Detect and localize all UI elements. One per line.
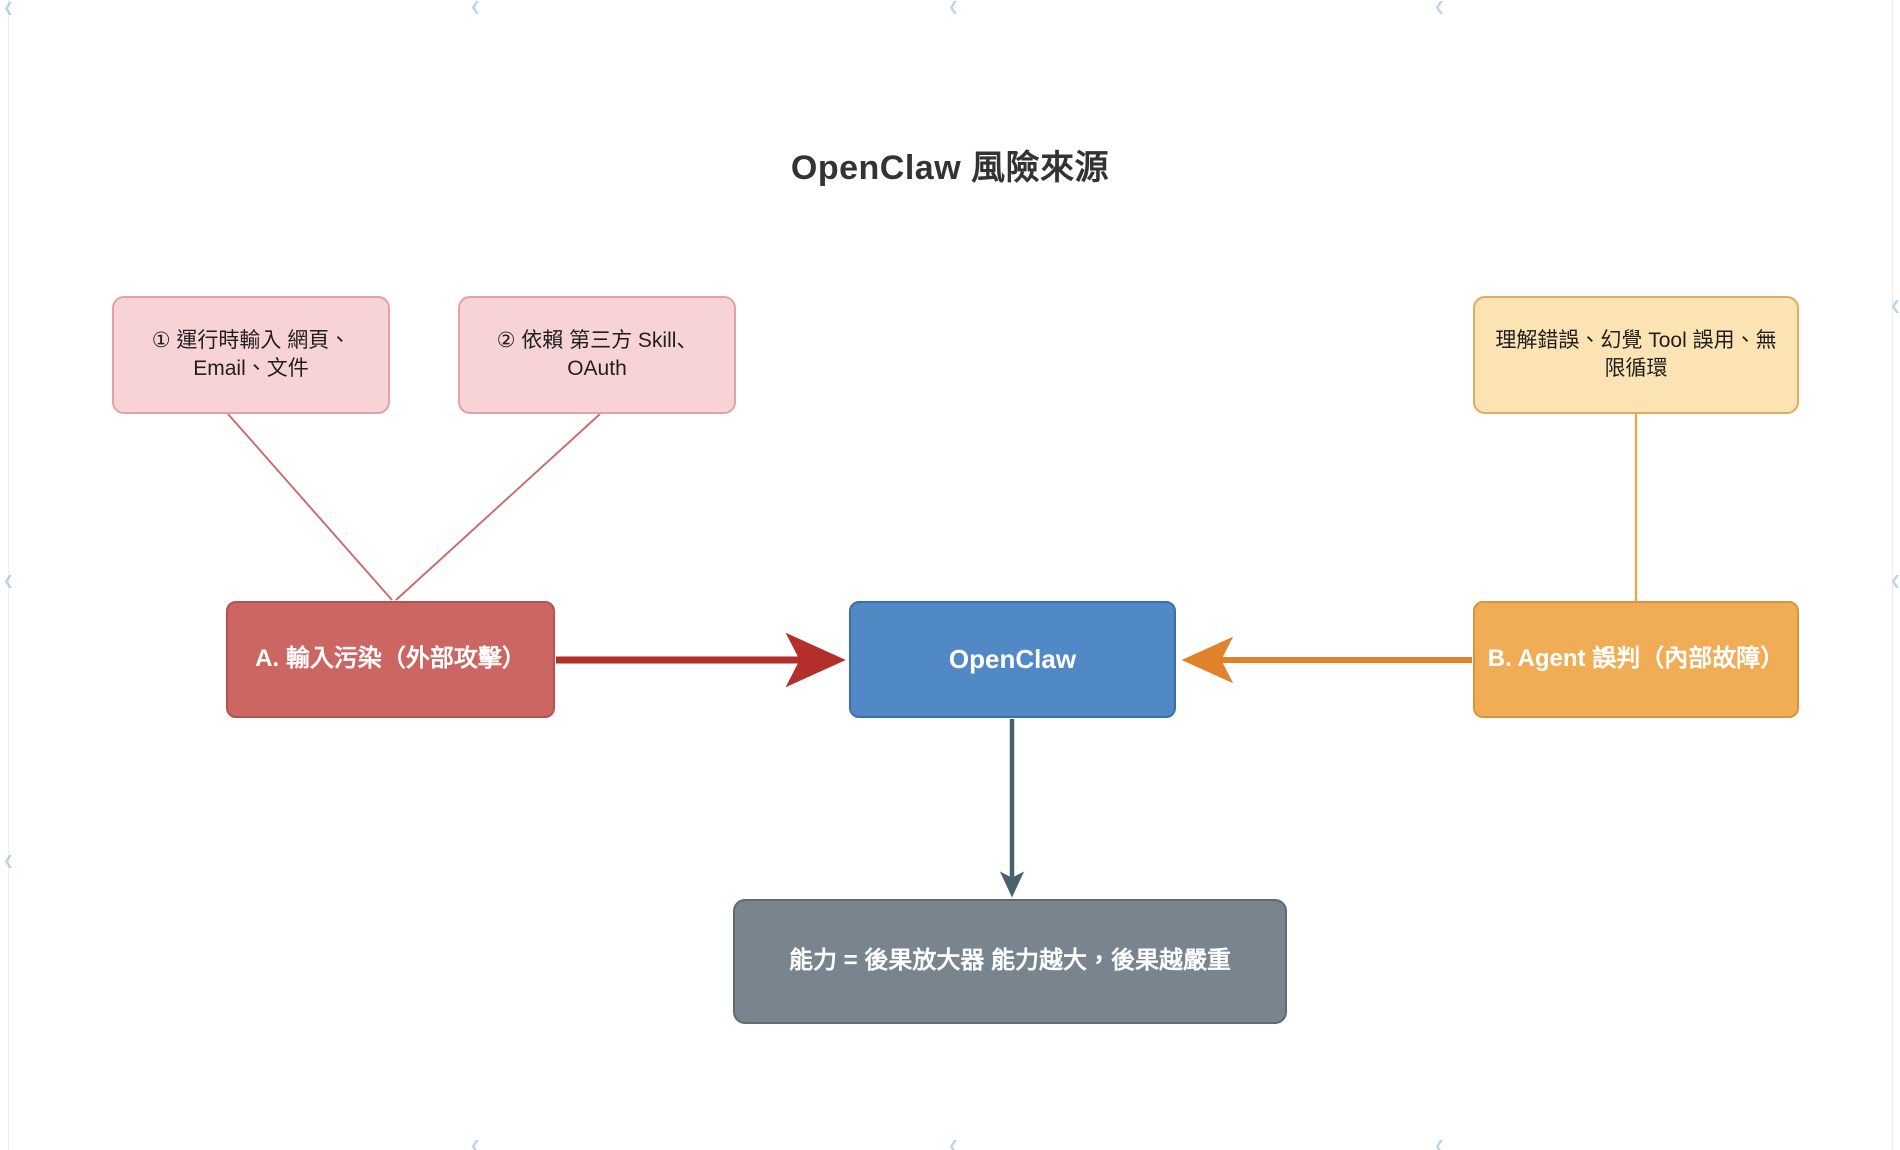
node-input-contamination-label: A. 輸入污染（外部攻擊） [255,645,526,673]
note-third-party-dependency-label: ② 依賴 第三方 Skill、OAuth [496,328,698,380]
canvas-resize-handle-2[interactable]: ❮ [3,854,14,869]
canvas-resize-handle-8[interactable]: ❮ [470,1139,481,1150]
canvas-resize-handle-0[interactable]: ❮ [3,1,14,16]
canvas-resize-handle-1[interactable]: ❮ [3,574,14,589]
note-runtime-input-label: ① 運行時輸入 網頁、Email、文件 [151,328,351,380]
note-third-party-dependency[interactable]: ② 依賴 第三方 Skill、OAuth [458,296,736,414]
canvas-resize-handle-7[interactable]: ❮ [1890,574,1900,589]
page-title: OpenClaw 風險來源 [790,149,1110,187]
canvas-resize-handle-9[interactable]: ❮ [948,1139,959,1150]
note-agent-misunderstanding[interactable]: 理解錯誤、幻覺 Tool 誤用、無限循環 [1473,296,1799,414]
node-agent-misjudgement-label: B. Agent 誤判（內部故障） [1487,645,1785,673]
canvas-resize-handle-4[interactable]: ❮ [948,0,959,15]
canvas-left-rule [8,0,9,1150]
edge-note2-to-a [395,413,601,601]
node-capability-amplifier-label: 能力 = 後果放大器 能力越大，後果越嚴重 [788,947,1232,975]
node-input-contamination[interactable]: A. 輸入污染（外部攻擊） [226,601,555,718]
canvas-resize-handle-5[interactable]: ❮ [1434,0,1445,15]
canvas-right-rule [1892,0,1893,1150]
node-capability-amplifier[interactable]: 能力 = 後果放大器 能力越大，後果越嚴重 [733,899,1287,1024]
node-agent-misjudgement[interactable]: B. Agent 誤判（內部故障） [1473,601,1799,718]
note-runtime-input[interactable]: ① 運行時輸入 網頁、Email、文件 [112,296,390,414]
node-openclaw[interactable]: OpenClaw [849,601,1176,718]
canvas-resize-handle-6[interactable]: ❮ [1890,299,1900,314]
canvas-resize-handle-3[interactable]: ❮ [470,0,481,15]
canvas-resize-handle-10[interactable]: ❮ [1434,1139,1445,1150]
edge-note1-to-a [227,413,393,601]
note-agent-misunderstanding-label: 理解錯誤、幻覺 Tool 誤用、無限循環 [1495,328,1777,380]
node-openclaw-label: OpenClaw [948,643,1077,674]
